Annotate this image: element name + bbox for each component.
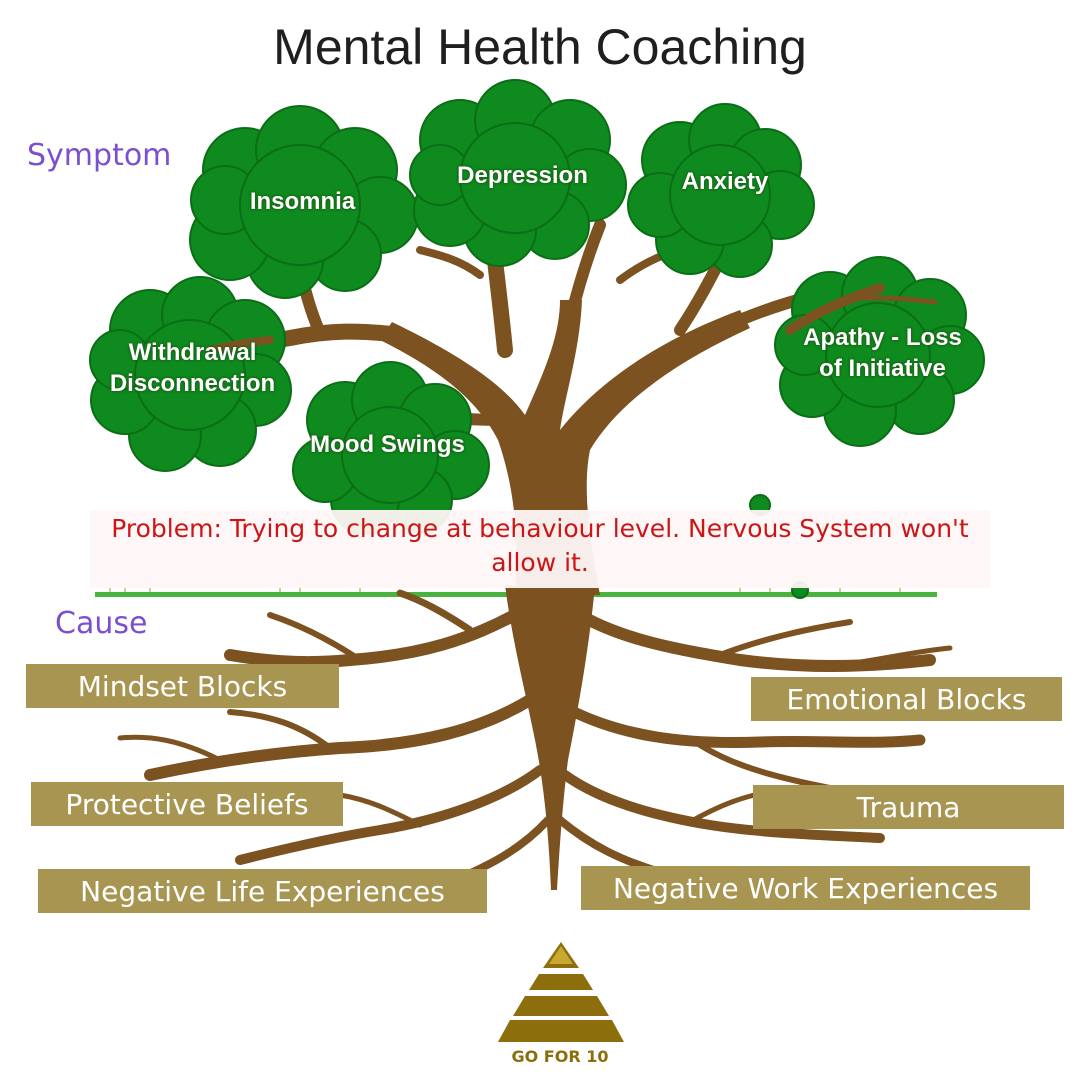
logo-text: GO FOR 10 bbox=[511, 1047, 609, 1066]
cause-emotional-blocks: Emotional Blocks bbox=[751, 677, 1062, 721]
foliage bbox=[89, 79, 985, 599]
foliage-insomnia bbox=[189, 105, 419, 299]
symptom-apathy: Apathy - Loss of Initiative bbox=[803, 324, 962, 383]
cause-negative-work-experiences: Negative Work Experiences bbox=[581, 866, 1030, 910]
logo-mark bbox=[498, 942, 624, 1042]
cause-protective-beliefs: Protective Beliefs bbox=[31, 782, 343, 826]
cause-mindset-blocks: Mindset Blocks bbox=[26, 664, 339, 708]
cause-negative-life-experiences: Negative Life Experiences bbox=[38, 869, 487, 913]
page-title: Mental Health Coaching bbox=[273, 19, 807, 75]
symptom-withdrawal: Withdrawal Disconnection bbox=[109, 339, 276, 398]
foliage-apathy bbox=[774, 256, 985, 447]
symptom-depression: Depression bbox=[457, 162, 588, 189]
problem-statement: Problem: Trying to change at behaviour l… bbox=[90, 510, 990, 588]
branch-tips bbox=[206, 283, 938, 354]
foliage-anxiety bbox=[627, 103, 815, 278]
cause-trauma: Trauma bbox=[753, 785, 1064, 829]
symptom-mood-swings: Mood Swings bbox=[310, 431, 465, 458]
roots bbox=[117, 585, 953, 890]
foliage-depression bbox=[409, 79, 627, 267]
symptom-section-label: Symptom bbox=[27, 138, 172, 173]
cause-section-label: Cause bbox=[55, 606, 148, 641]
symptom-anxiety: Anxiety bbox=[681, 168, 769, 195]
foliage-withdrawal bbox=[89, 276, 292, 472]
symptom-insomnia: Insomnia bbox=[249, 188, 356, 215]
